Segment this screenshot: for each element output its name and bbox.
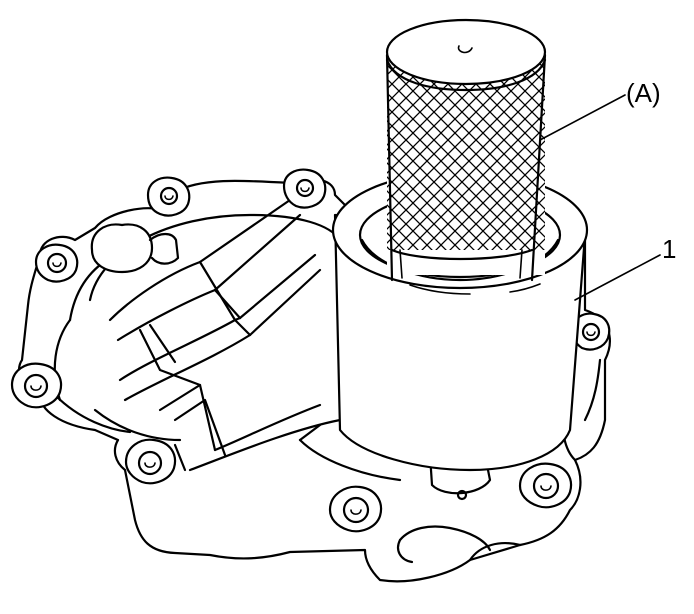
bolt-hole-icon (146, 176, 191, 217)
callout-part: 1 (574, 234, 676, 301)
callout-label-part: 1 (662, 234, 676, 264)
bolt-hole-icon (10, 362, 63, 409)
bolt-hole-icon (34, 243, 79, 283)
callout-tool: (A) (539, 78, 661, 141)
bolt-hole-icon (328, 485, 383, 533)
bolt-hole-icon (282, 168, 327, 209)
bolt-hole-icon (124, 438, 177, 485)
installer-tool (385, 18, 547, 282)
callout-label-tool: (A) (626, 78, 661, 108)
housing-ribs (108, 198, 342, 472)
breather-boss (90, 223, 180, 274)
bolt-hole-icon (518, 462, 573, 509)
bolt-holes (10, 168, 611, 533)
